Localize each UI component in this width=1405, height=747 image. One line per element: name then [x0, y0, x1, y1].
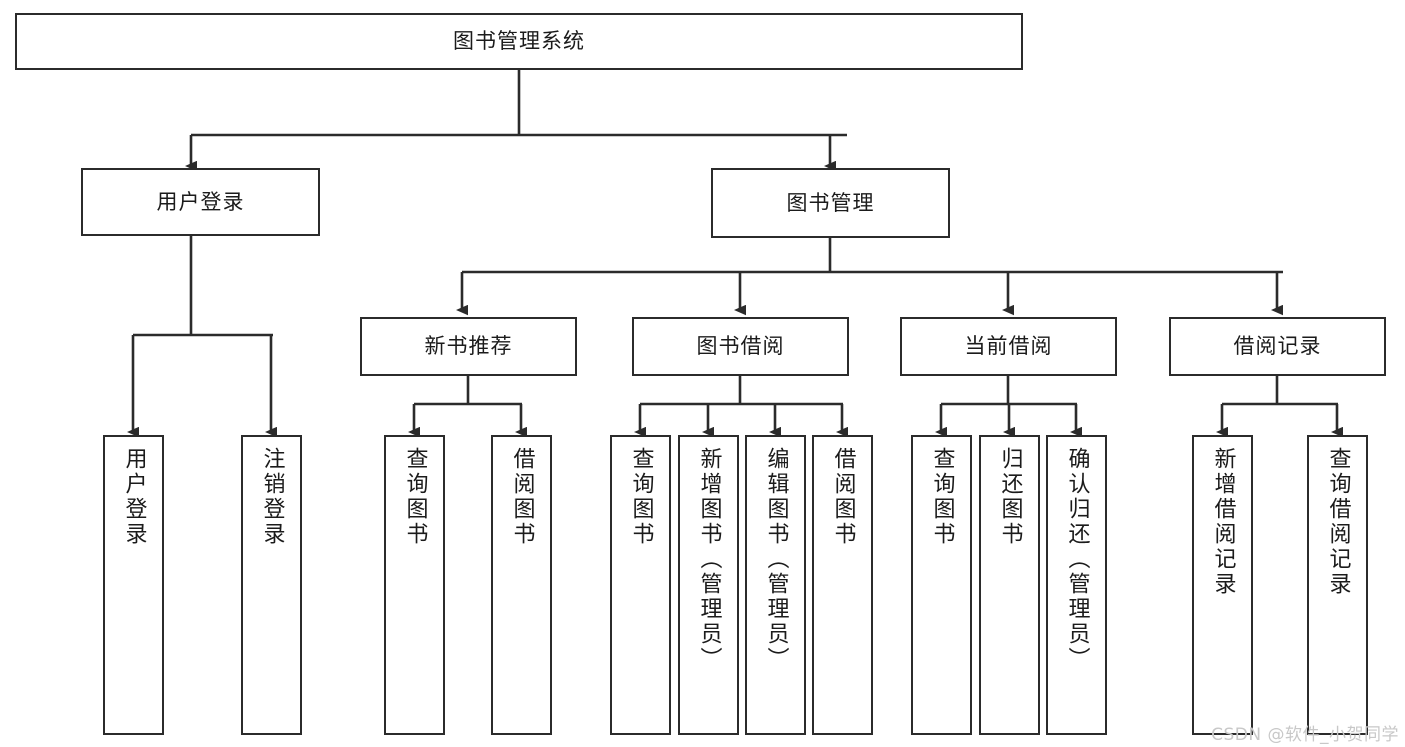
leaf-new-book-query[interactable]: 查询图书 [384, 435, 445, 735]
leaf-borrow-query-book[interactable]: 查询图书 [610, 435, 671, 735]
node-new-book-recommend-label: 新书推荐 [424, 334, 513, 359]
leaf-borrow-add-book-admin[interactable]: 新增图书（管理员） [678, 435, 739, 735]
leaf-current-confirm-return-admin[interactable]: 确认归还（管理员） [1046, 435, 1107, 735]
node-book-borrow[interactable]: 图书借阅 [632, 317, 849, 376]
leaf-borrow-edit-book-admin[interactable]: 编辑图书（管理员） [745, 435, 806, 735]
leaf-borrow-borrow-book[interactable]: 借阅图书 [812, 435, 873, 735]
leaf-label: 查询借阅记录 [1325, 447, 1351, 597]
leaf-label: 查询图书 [628, 447, 654, 547]
leaf-records-query-record[interactable]: 查询借阅记录 [1307, 435, 1368, 735]
node-root[interactable]: 图书管理系统 [15, 13, 1023, 70]
leaf-label: 归还图书 [997, 447, 1023, 547]
node-book-management-label: 图书管理 [786, 190, 875, 215]
node-new-book-recommend[interactable]: 新书推荐 [360, 317, 577, 376]
watermark: CSDN @软件_小贺同学 [1211, 725, 1399, 745]
leaf-label: 新增图书（管理员） [696, 447, 722, 672]
leaf-current-return-book[interactable]: 归还图书 [979, 435, 1040, 735]
leaf-label: 新增借阅记录 [1210, 447, 1236, 597]
node-current-borrow[interactable]: 当前借阅 [900, 317, 1117, 376]
leaf-label: 注销登录 [259, 447, 285, 547]
node-book-borrow-label: 图书借阅 [696, 334, 785, 359]
leaf-label: 借阅图书 [509, 447, 535, 547]
node-borrow-records-label: 借阅记录 [1233, 334, 1322, 359]
leaf-label: 编辑图书（管理员） [763, 447, 789, 672]
leaf-label: 查询图书 [929, 447, 955, 547]
leaf-label: 确认归还（管理员） [1064, 447, 1090, 672]
leaf-user-login-login[interactable]: 用户登录 [103, 435, 164, 735]
node-borrow-records[interactable]: 借阅记录 [1169, 317, 1386, 376]
node-user-login[interactable]: 用户登录 [81, 168, 320, 236]
node-root-label: 图书管理系统 [453, 29, 585, 54]
leaf-label: 用户登录 [121, 447, 147, 547]
leaf-records-add-record[interactable]: 新增借阅记录 [1192, 435, 1253, 735]
leaf-label: 借阅图书 [830, 447, 856, 547]
leaf-new-book-borrow[interactable]: 借阅图书 [491, 435, 552, 735]
leaf-current-query-book[interactable]: 查询图书 [911, 435, 972, 735]
node-user-login-label: 用户登录 [156, 189, 245, 214]
leaf-user-login-logout[interactable]: 注销登录 [241, 435, 302, 735]
node-book-management[interactable]: 图书管理 [711, 168, 950, 238]
node-current-borrow-label: 当前借阅 [964, 334, 1053, 359]
leaf-label: 查询图书 [402, 447, 428, 547]
